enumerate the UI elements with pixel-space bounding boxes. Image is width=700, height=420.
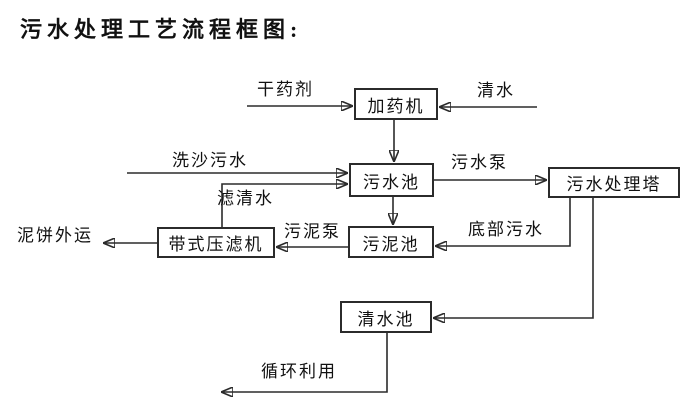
node-clear-water-pool: 清水池 — [340, 301, 432, 333]
flow-label-sludge-pump: 污泥泵 — [284, 222, 341, 241]
node-label: 清水池 — [357, 309, 415, 329]
flow-label-bottom-sewage: 底部污水 — [468, 220, 544, 239]
node-belt-filter-press: 带式压滤机 — [157, 227, 275, 258]
edge-treatment-tower-to-clear-water-pool — [434, 198, 594, 318]
node-label: 污泥池 — [362, 234, 420, 254]
node-label: 污水处理塔 — [566, 175, 662, 194]
node-sludge-pool: 污泥池 — [348, 226, 434, 258]
page-title: 污水处理工艺流程框图: — [20, 17, 303, 42]
flow-label-filtered-water: 滤清水 — [217, 189, 274, 208]
node-dosing-machine: 加药机 — [354, 88, 438, 120]
flow-label-sand-washing-sewage: 洗沙污水 — [172, 151, 248, 170]
edge-belt-filter-press-to-sewage-pool — [221, 184, 347, 227]
flow-label-recycle-use: 循环利用 — [261, 362, 337, 381]
edge-treatment-tower-to-sludge-pool — [436, 198, 571, 246]
node-label: 加药机 — [367, 96, 425, 116]
flow-label-mud-cake-out: 泥饼外运 — [17, 226, 93, 245]
node-label: 带式压滤机 — [168, 235, 264, 254]
flow-label-clean-water: 清水 — [477, 81, 515, 100]
flow-label-sewage-pump: 污水泵 — [451, 153, 508, 172]
node-sewage-treatment-tower: 污水处理塔 — [548, 167, 680, 198]
edge-clear-water-pool-to-recycle — [222, 333, 388, 392]
node-sewage-pool: 污水池 — [349, 163, 434, 197]
flow-label-dry-agent: 干药剂 — [257, 80, 314, 99]
node-label: 污水池 — [363, 172, 420, 192]
